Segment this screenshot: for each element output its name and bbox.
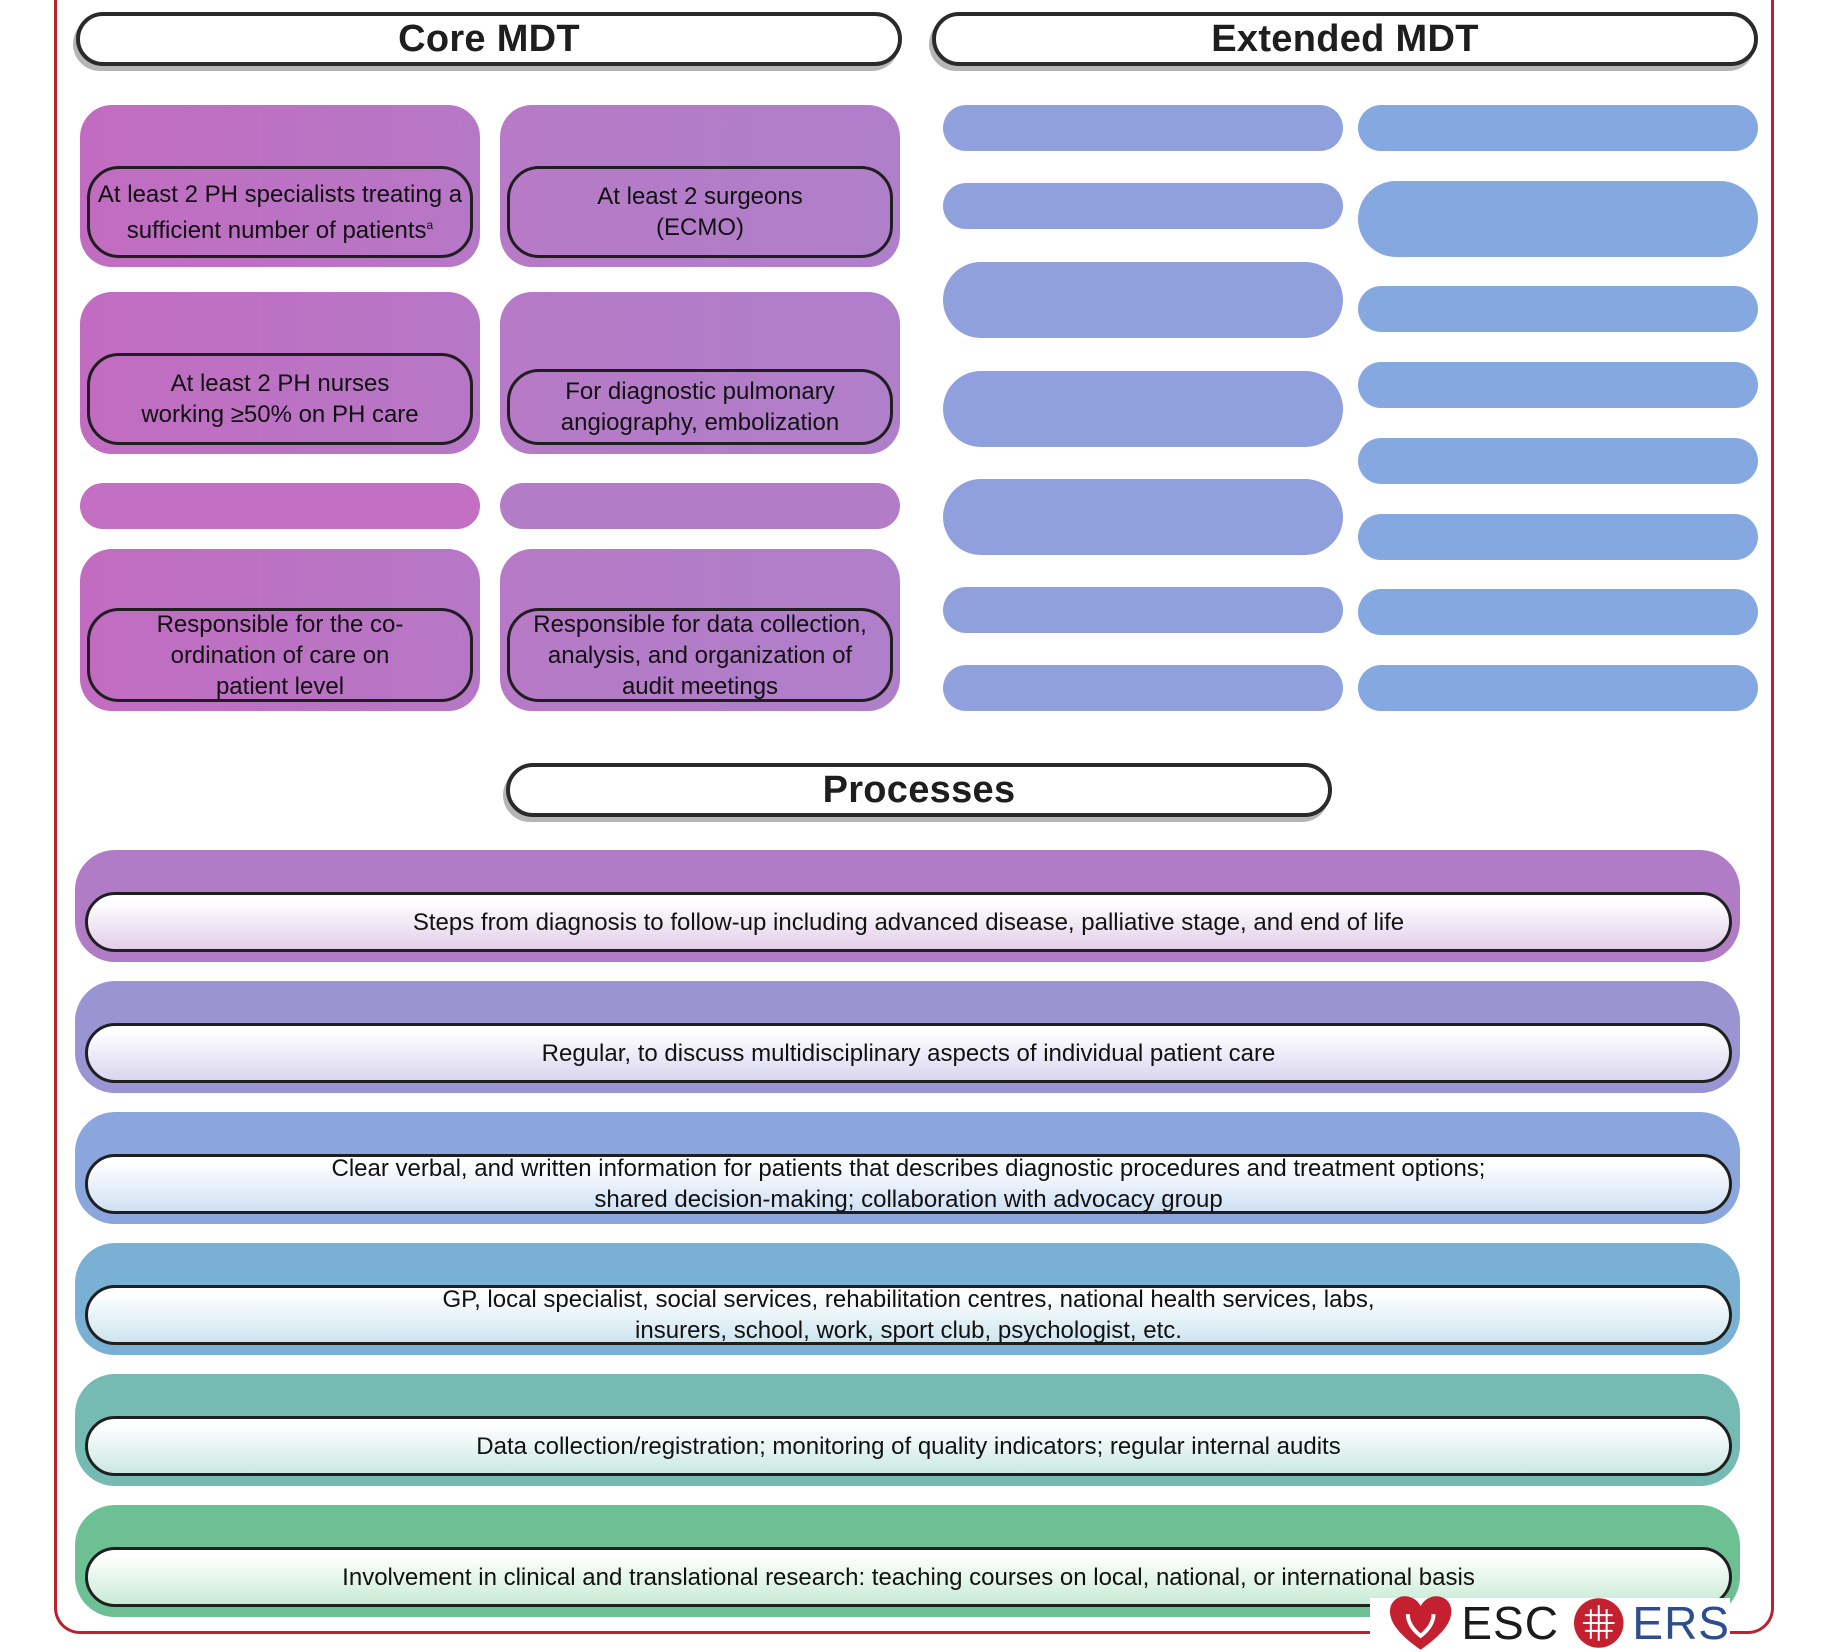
extended-bar-right-1	[1358, 105, 1758, 151]
process-box-5: Data collection/registration; monitoring…	[85, 1416, 1732, 1476]
process-box-2: Regular, to discuss multidisciplinary as…	[85, 1023, 1732, 1083]
extended-bar-right-7	[1358, 589, 1758, 635]
process-box-3: Clear verbal, and written information fo…	[85, 1154, 1732, 1214]
core-card-data-collection: Responsible for data collection, analysi…	[500, 549, 900, 711]
core-card-data-collection-box: Responsible for data collection, analysi…	[507, 608, 893, 702]
extended-bar-left-6	[943, 587, 1343, 633]
core-card-surgeons-text: At least 2 surgeons (ECMO)	[597, 183, 803, 241]
core-card-coordination-text: Responsible for the co-ordination of car…	[156, 610, 404, 700]
core-bar-left	[80, 483, 480, 529]
core-card-ph-specialists-box: At least 2 PH specialists treating a suf…	[87, 166, 473, 258]
process-text-1: Steps from diagnosis to follow-up includ…	[412, 908, 1405, 936]
extended-bar-left-7	[943, 665, 1343, 711]
process-band-6: Involvement in clinical and translationa…	[75, 1505, 1740, 1617]
esc-logo-text: ESC	[1461, 1597, 1559, 1649]
extended-mdt-header-label: Extended MDT	[1211, 17, 1479, 60]
processes-header: Processes	[506, 763, 1332, 817]
extended-bar-right-6	[1358, 514, 1758, 560]
ers-logo-text: ERS	[1632, 1597, 1730, 1649]
core-card-surgeons-box: At least 2 surgeons (ECMO)	[507, 166, 893, 258]
process-band-1: Steps from diagnosis to follow-up includ…	[75, 850, 1740, 962]
core-card-ph-nurses: At least 2 PH nurses working ≥50% on PH …	[80, 292, 480, 454]
process-text-5: Data collection/registration; monitoring…	[476, 1432, 1341, 1460]
core-card-angiography-box: For diagnostic pulmonary angiography, em…	[507, 369, 893, 445]
logo-area: ESC ERS	[1370, 1596, 1730, 1650]
core-card-angiography: For diagnostic pulmonary angiography, em…	[500, 292, 900, 454]
footnote-marker: a	[426, 217, 434, 232]
extended-bar-right-4	[1358, 362, 1758, 408]
core-mdt-header: Core MDT	[76, 12, 902, 66]
extended-bar-left-3	[943, 262, 1343, 338]
extended-bar-left-1	[943, 105, 1343, 151]
extended-bar-left-5	[943, 479, 1343, 555]
core-card-ph-specialists: At least 2 PH specialists treating a suf…	[80, 105, 480, 267]
process-band-4: GP, local specialist, social services, r…	[75, 1243, 1740, 1355]
core-card-data-collection-text: Responsible for data collection, analysi…	[533, 610, 867, 700]
core-card-surgeons: At least 2 surgeons (ECMO)	[500, 105, 900, 267]
core-card-coordination: Responsible for the co-ordination of car…	[80, 549, 480, 711]
processes-header-label: Processes	[822, 768, 1016, 811]
process-text-3: Clear verbal, and written information fo…	[331, 1155, 1486, 1213]
core-card-ph-nurses-text: At least 2 PH nurses working ≥50% on PH …	[141, 370, 419, 428]
extended-bar-right-3	[1358, 286, 1758, 332]
core-bar-right	[500, 483, 900, 529]
figure-frame	[54, 0, 1774, 1634]
extended-bar-left-4	[943, 371, 1343, 447]
process-box-1: Steps from diagnosis to follow-up includ…	[85, 892, 1732, 952]
extended-bar-right-8	[1358, 665, 1758, 711]
extended-mdt-header: Extended MDT	[932, 12, 1758, 66]
esc-heart-icon	[1389, 1596, 1452, 1650]
extended-bar-right-5	[1358, 438, 1758, 484]
ers-lungs-icon	[1573, 1598, 1624, 1648]
process-text-6: Involvement in clinical and translationa…	[342, 1563, 1475, 1591]
process-box-4: GP, local specialist, social services, r…	[85, 1285, 1732, 1345]
core-card-ph-nurses-box: At least 2 PH nurses working ≥50% on PH …	[87, 353, 473, 445]
extended-bar-left-2	[943, 183, 1343, 229]
extended-bar-right-2	[1358, 181, 1758, 257]
core-card-ph-specialists-text: At least 2 PH specialists treating a suf…	[97, 180, 463, 244]
core-card-angiography-text: For diagnostic pulmonary angiography, em…	[560, 378, 840, 436]
process-band-3: Clear verbal, and written information fo…	[75, 1112, 1740, 1224]
core-mdt-header-label: Core MDT	[398, 17, 580, 60]
process-box-6: Involvement in clinical and translationa…	[85, 1547, 1732, 1607]
process-text-4: GP, local specialist, social services, r…	[442, 1286, 1375, 1344]
process-text-2: Regular, to discuss multidisciplinary as…	[541, 1039, 1276, 1067]
process-band-2: Regular, to discuss multidisciplinary as…	[75, 981, 1740, 1093]
process-band-5: Data collection/registration; monitoring…	[75, 1374, 1740, 1486]
core-card-coordination-box: Responsible for the co-ordination of car…	[87, 608, 473, 702]
